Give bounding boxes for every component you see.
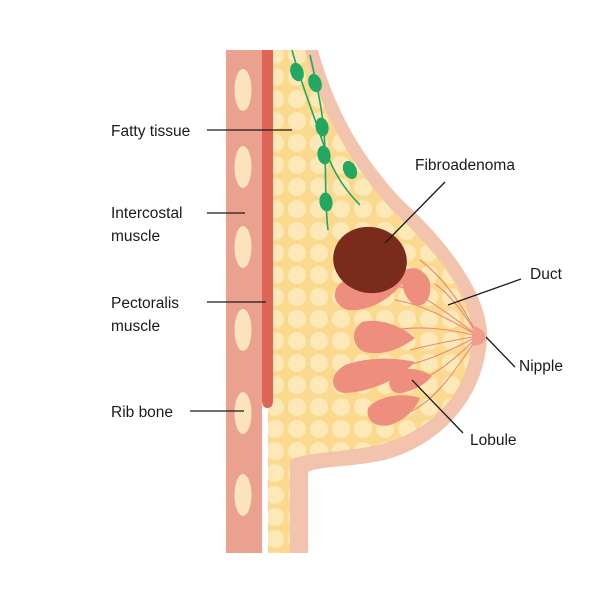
- rib-bone: [234, 69, 252, 111]
- lymph-node: [290, 62, 304, 82]
- duct: [409, 335, 479, 413]
- label-fatty-tissue: Fatty tissue: [111, 123, 190, 140]
- label-duct: Duct: [530, 266, 563, 283]
- label-fibroadenoma: Fibroadenoma: [415, 157, 515, 174]
- lymph-node: [319, 192, 333, 212]
- rib-bone: [234, 226, 252, 268]
- leader-nipple: [485, 336, 516, 368]
- duct: [394, 299, 479, 337]
- label-nipple: Nipple: [519, 358, 563, 375]
- lymph-nodes: [290, 62, 358, 212]
- leader-duct: [447, 278, 522, 306]
- duct: [394, 327, 479, 337]
- nipple: [472, 326, 486, 346]
- lobule: [332, 358, 415, 393]
- rib-bone: [234, 392, 252, 434]
- leader-lobule: [411, 379, 464, 434]
- leader-fibroadenoma: [384, 181, 446, 244]
- label-pectoralis-line1: Pectoralis: [111, 295, 179, 312]
- lobule: [354, 320, 415, 354]
- lymph-node: [308, 73, 322, 93]
- lymph-node: [315, 117, 329, 137]
- duct: [419, 259, 479, 337]
- lymph-node: [342, 160, 358, 180]
- lobule: [401, 268, 431, 306]
- duct: [409, 335, 479, 351]
- lobule: [367, 395, 420, 426]
- fibroadenoma: [333, 226, 407, 294]
- lymph-node: [317, 145, 331, 165]
- labels: Fatty tissue Intercostal muscle Pectoral…: [111, 123, 563, 449]
- label-intercostal-line1: Intercostal: [111, 205, 183, 222]
- label-lobule: Lobule: [470, 432, 517, 449]
- label-rib-bone: Rib bone: [111, 404, 173, 421]
- label-intercostal-line2: muscle: [111, 228, 160, 245]
- rib-bone: [234, 474, 252, 516]
- label-pectoralis-line2: muscle: [111, 318, 160, 335]
- rib-bone: [234, 309, 252, 351]
- rib-bones: [234, 69, 252, 516]
- lobule: [389, 368, 432, 394]
- pectoralis-muscle: [262, 50, 273, 408]
- rib-bone: [234, 146, 252, 188]
- leader-lines: [190, 129, 522, 434]
